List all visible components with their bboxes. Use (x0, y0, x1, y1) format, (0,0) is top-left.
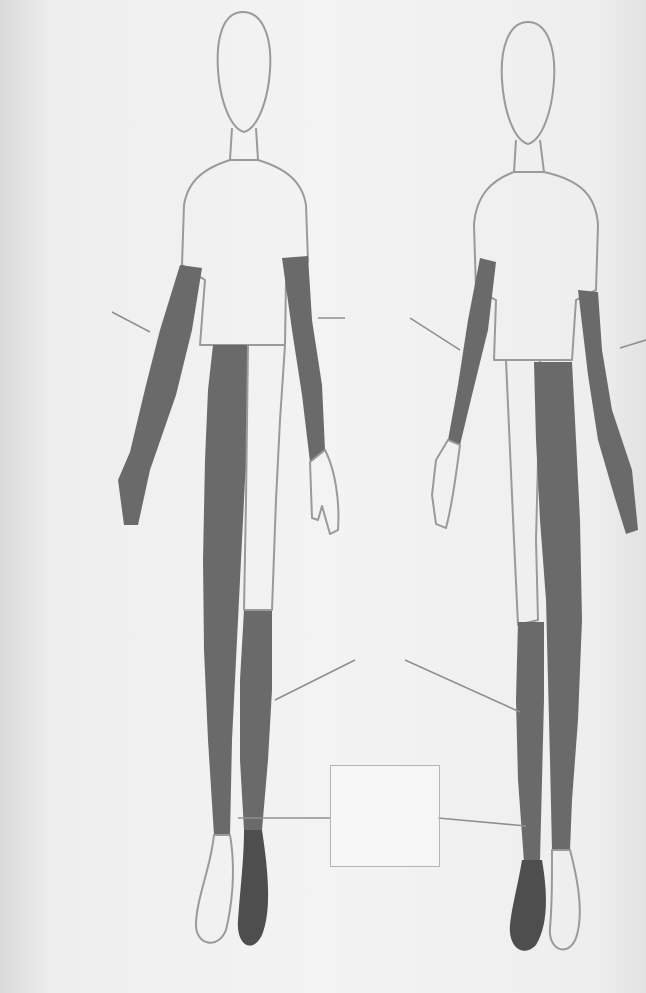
back-neck (514, 140, 544, 172)
back-left-arm-region (448, 258, 496, 445)
front-head (218, 12, 271, 132)
front-figure (118, 12, 338, 946)
leader-right-arm-back (410, 318, 460, 350)
leader-box-right (438, 818, 526, 826)
front-right-hand (310, 450, 338, 534)
front-right-arm-region (282, 256, 325, 462)
front-left-foot (196, 835, 233, 943)
leader-left-arm (112, 312, 150, 332)
front-right-foot-region (238, 830, 268, 946)
front-right-leg-region (240, 610, 272, 830)
leader-legs-right (405, 660, 520, 712)
front-right-thigh (244, 345, 285, 610)
front-torso (182, 160, 308, 345)
front-left-arm-region (118, 265, 202, 525)
back-figure (432, 22, 638, 951)
leader-far-right-arm (620, 340, 646, 348)
leader-legs-left (275, 660, 355, 700)
back-right-foot (550, 850, 580, 949)
back-left-thigh (506, 360, 540, 625)
label-box (330, 765, 440, 867)
back-left-hand (432, 440, 460, 528)
back-left-foot-region (510, 860, 546, 951)
back-right-arm-region (578, 290, 638, 534)
back-head (502, 22, 555, 144)
